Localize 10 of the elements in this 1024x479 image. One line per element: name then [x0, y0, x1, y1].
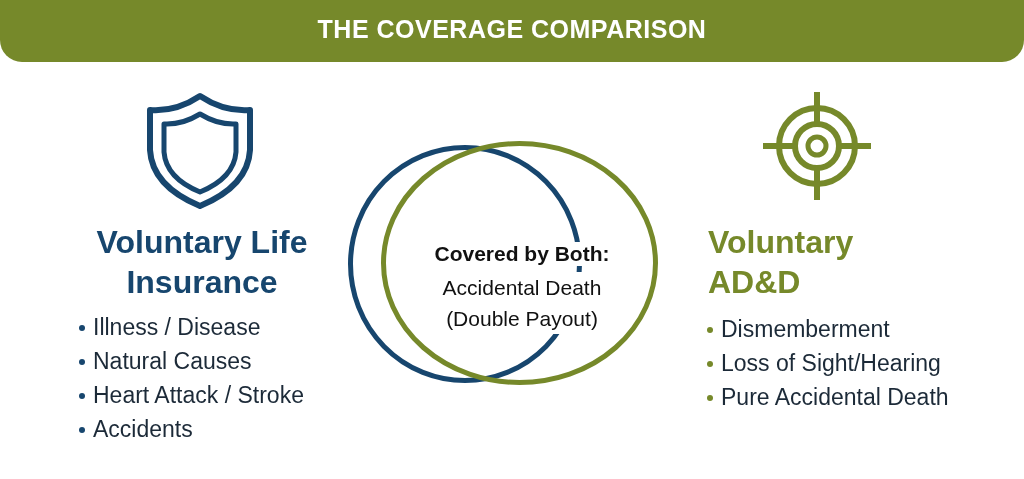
- coverage-heading: Voluntary Life Insurance: [95, 223, 309, 302]
- list-item: Heart Attack / Stroke: [93, 382, 304, 409]
- list-item: Dismemberment: [721, 316, 890, 343]
- list-item: Natural Causes: [93, 348, 252, 375]
- list-item: Accidents: [93, 416, 193, 443]
- list-item: Loss of Sight/Hearing: [721, 350, 941, 377]
- list-item: Pure Accidental Death: [721, 384, 949, 411]
- title: THE COVERAGE COMPARISON: [316, 15, 708, 44]
- coverage-heading: Voluntary AD&D: [708, 223, 855, 302]
- list-item: Illness / Disease: [93, 314, 261, 341]
